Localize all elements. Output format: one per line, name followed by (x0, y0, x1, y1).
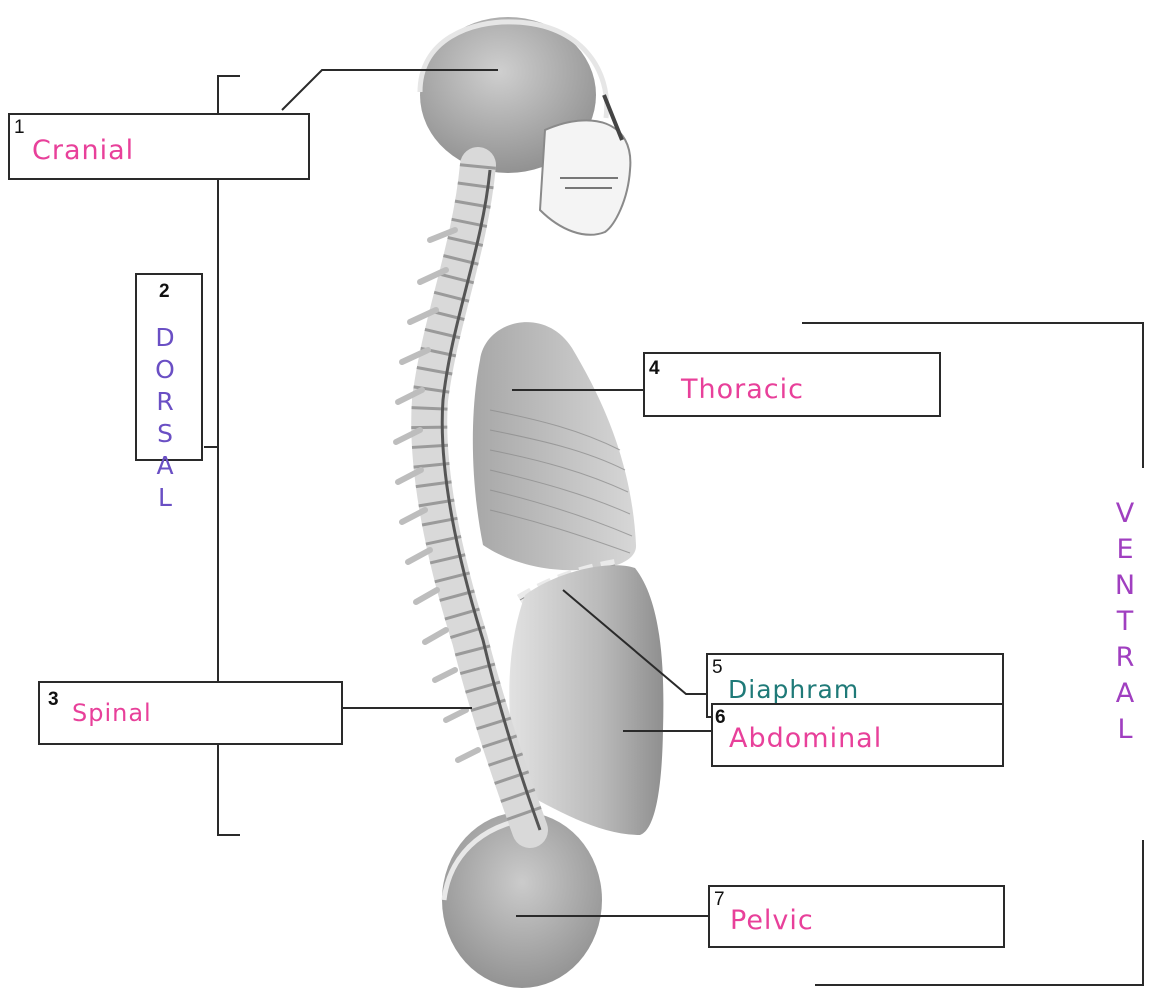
spinal-label-text: Spinal (72, 699, 152, 727)
cranial-label-text: Cranial (32, 135, 134, 166)
label-number: 2 (159, 281, 170, 303)
pelvic-label-text: Pelvic (730, 905, 814, 936)
diaphragm-label-text: Diaphram (728, 675, 859, 704)
label-number: 5 (712, 657, 723, 679)
dorsal-label-box: 2 D O R S A L (135, 273, 203, 461)
ventral-label-text: V E N T R A L (1108, 500, 1142, 743)
label-number: 3 (48, 689, 59, 711)
label-number: 1 (14, 117, 25, 139)
abdominal-label-text: Abdominal (729, 723, 882, 754)
cranial-label-box: 1 Cranial (8, 113, 310, 180)
label-number: 4 (649, 358, 660, 380)
dorsal-label-text: D O R S A L (147, 325, 183, 510)
thoracic-label-box: 4 Thoracic (643, 352, 941, 417)
spinal-label-box: 3 Spinal (38, 681, 343, 745)
thoracic-label-text: Thoracic (681, 374, 804, 405)
cranial-leader-line (282, 70, 498, 110)
diaphragm-leader-line (563, 590, 706, 694)
label-number: 7 (714, 889, 725, 911)
label-number: 6 (715, 707, 726, 729)
abdominal-label-box: 6 Abdominal (711, 703, 1004, 767)
pelvic-label-box: 7 Pelvic (708, 885, 1005, 948)
